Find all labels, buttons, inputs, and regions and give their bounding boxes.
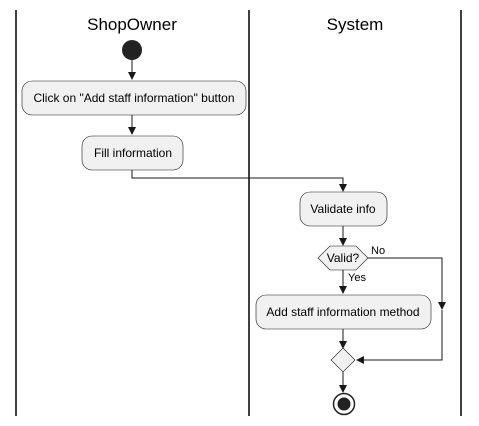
activity-validate-info-label: Validate info	[310, 202, 375, 216]
arrowhead	[339, 238, 347, 246]
arrowhead	[339, 385, 347, 393]
merge-node	[330, 347, 356, 373]
arrowhead	[339, 341, 347, 349]
activity-click-add-staff-button	[21, 80, 247, 116]
edge-label-yes: Yes	[348, 272, 366, 284]
edge-no-to-merge	[358, 310, 443, 361]
activity-add-staff-information-method-label: Add staff information method	[266, 305, 419, 319]
swimlane-title-system: System	[327, 15, 384, 34]
activity-click-add-staff-button-label: Click on "Add staff information" button	[33, 91, 234, 105]
decision-valid	[317, 245, 369, 271]
edge-no-branch	[368, 257, 443, 302]
arrowhead	[438, 302, 446, 310]
edge-fill-to-validate	[131, 170, 344, 184]
arrowhead	[128, 72, 136, 80]
edge-label-no: No	[371, 245, 385, 257]
arrowhead	[339, 286, 347, 294]
start-node	[122, 40, 142, 60]
arrowhead	[128, 127, 136, 135]
arrowhead	[356, 356, 364, 364]
end-node-inner	[337, 397, 351, 411]
arrowhead	[339, 184, 347, 192]
swimlane-title-shopowner: ShopOwner	[87, 15, 177, 34]
decision-valid-label: Valid?	[327, 251, 360, 265]
activity-fill-information-label: Fill information	[94, 146, 172, 160]
